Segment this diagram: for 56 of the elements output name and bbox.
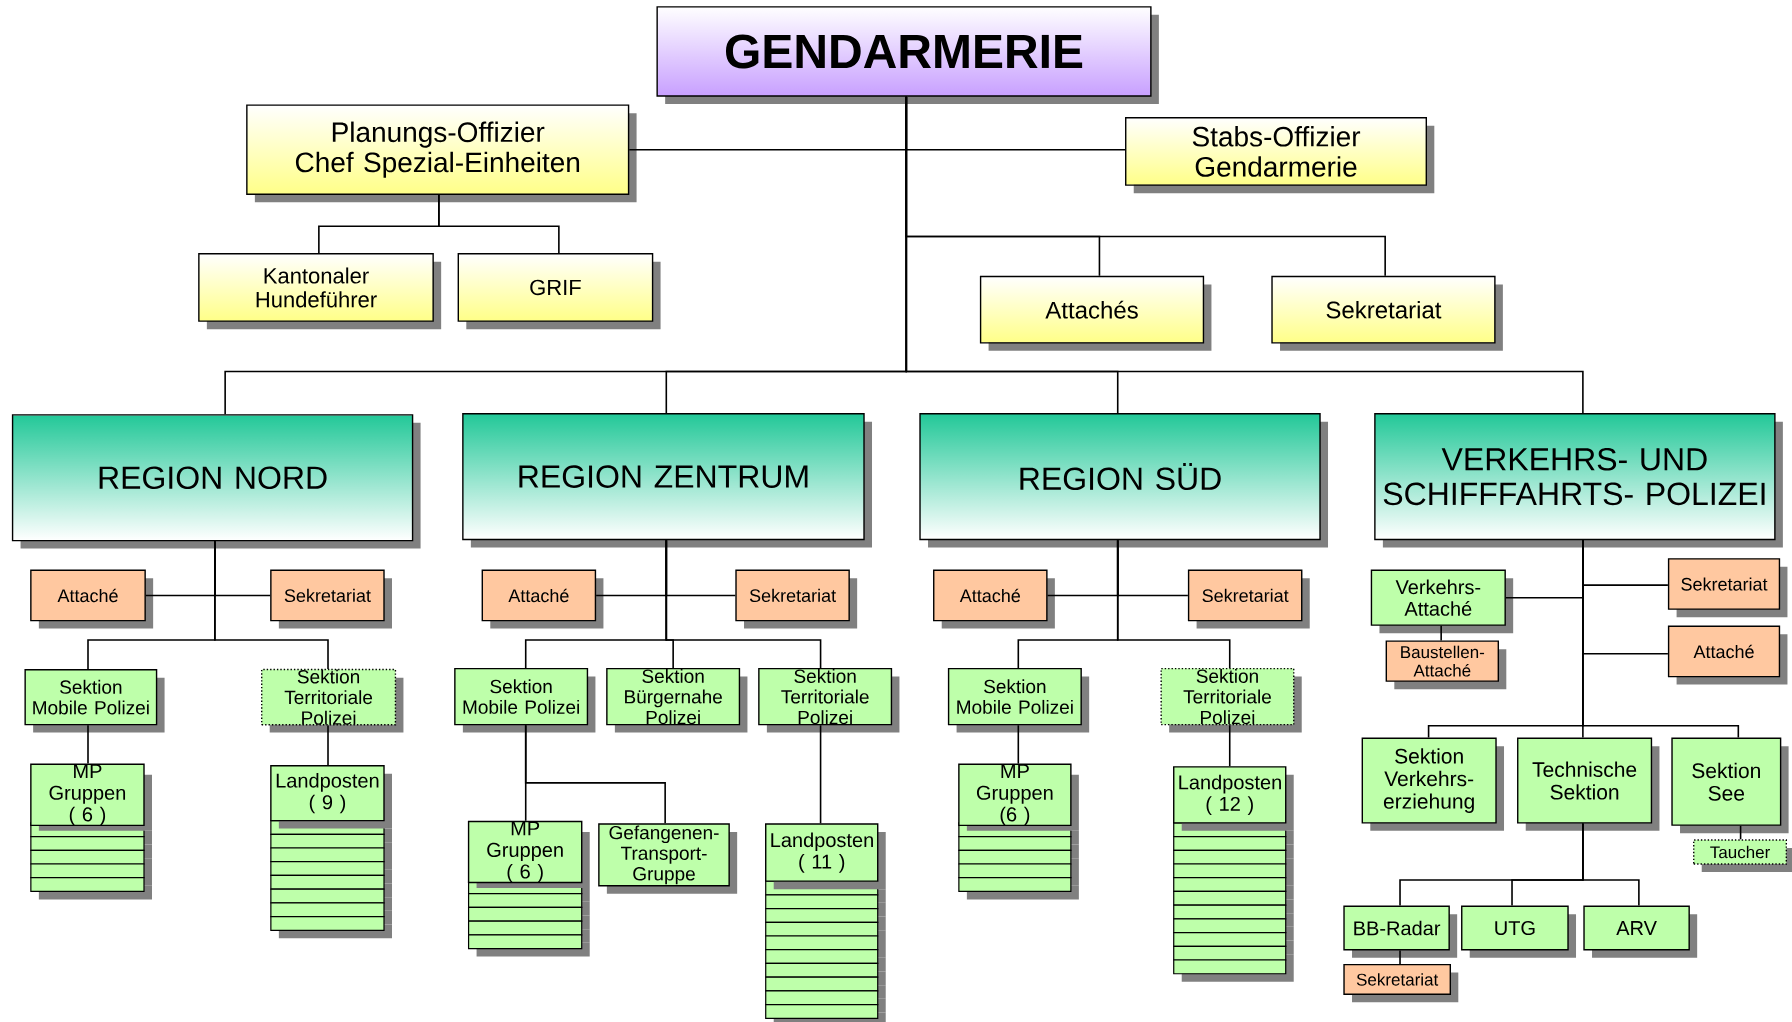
org-box: Sektion Mobile Polizei bbox=[454, 667, 596, 733]
org-box: Verkehrs- Attaché bbox=[1370, 569, 1514, 634]
org-box: Sektion See bbox=[1671, 737, 1789, 834]
org-box: ARV bbox=[1583, 905, 1698, 958]
connector-line bbox=[214, 540, 329, 670]
org-box: Sektion Mobile Polizei bbox=[24, 669, 165, 733]
connector-line bbox=[665, 539, 822, 669]
org-box-stack: Landposten ( 9 ) bbox=[270, 765, 392, 939]
org-box: BB-Radar bbox=[1343, 905, 1458, 958]
org-box: Attaché bbox=[481, 569, 604, 629]
org-box: Sekretariat bbox=[1271, 275, 1503, 351]
connector-line bbox=[1116, 539, 1231, 669]
org-box: Sektion Mobile Polizei bbox=[947, 667, 1090, 733]
org-box: Technische Sektion bbox=[1517, 737, 1660, 831]
org-box: Planungs-Offizier Chef Spezial-Einheiten bbox=[246, 104, 637, 203]
connector-line bbox=[1228, 724, 1231, 767]
org-box: REGION NORD bbox=[11, 414, 421, 549]
connector-line bbox=[1017, 724, 1020, 765]
org-box: Attachés bbox=[979, 275, 1212, 351]
connector-line bbox=[1582, 822, 1640, 907]
org-box: Sektion Bürgernahe Polizei bbox=[606, 667, 748, 733]
org-box: GENDARMERIE bbox=[656, 6, 1159, 104]
org-box: Stabs-Offizier Gendarmerie bbox=[1125, 117, 1435, 194]
org-box: Sekretariat bbox=[1667, 558, 1788, 618]
org-box: Sektion Territoriale Polizei bbox=[1160, 667, 1302, 733]
connector-line bbox=[905, 95, 1584, 414]
org-box-stack: Landposten ( 11 ) bbox=[765, 823, 886, 1022]
org-box: VERKEHRS- UND SCHIFFFAHRTS- POLIZEI bbox=[1374, 413, 1783, 548]
org-box: Sekretariat bbox=[735, 569, 858, 629]
org-box: REGION SÜD bbox=[919, 413, 1328, 548]
connector-line bbox=[87, 724, 89, 765]
connector-line bbox=[1739, 825, 1742, 841]
connector-line bbox=[327, 724, 329, 766]
org-box: Kantonaler Hundeführer bbox=[198, 253, 442, 330]
org-box: Sektion Verkehrs- erziehung bbox=[1361, 737, 1504, 831]
org-box: UTG bbox=[1461, 905, 1576, 958]
connector-line bbox=[819, 724, 822, 825]
connector-line bbox=[524, 724, 666, 825]
org-box: Attaché bbox=[933, 569, 1055, 629]
connector-line bbox=[1582, 539, 1740, 739]
org-box: Baustellen- Attaché bbox=[1385, 640, 1507, 690]
org-box: Sekretariat bbox=[1343, 963, 1459, 1003]
org-box: Sekretariat bbox=[270, 569, 392, 629]
connector-line bbox=[1399, 949, 1401, 965]
org-box: GRIF bbox=[457, 253, 661, 330]
org-box: Sektion Territoriale Polizei bbox=[758, 667, 900, 733]
org-box: Sekretariat bbox=[1187, 569, 1310, 629]
org-box: REGION ZENTRUM bbox=[462, 413, 872, 548]
org-box-stack: Landposten ( 12 ) bbox=[1173, 766, 1294, 982]
org-box: Gefangenen- Transport- Gruppe bbox=[598, 823, 738, 894]
connector-line bbox=[1440, 625, 1442, 642]
connector-line bbox=[438, 194, 560, 254]
org-box: Attaché bbox=[30, 569, 154, 629]
org-box: Taucher bbox=[1693, 839, 1792, 872]
org-box: Sektion Territoriale Polizei bbox=[261, 668, 404, 733]
org-box: Attaché bbox=[1667, 625, 1788, 685]
